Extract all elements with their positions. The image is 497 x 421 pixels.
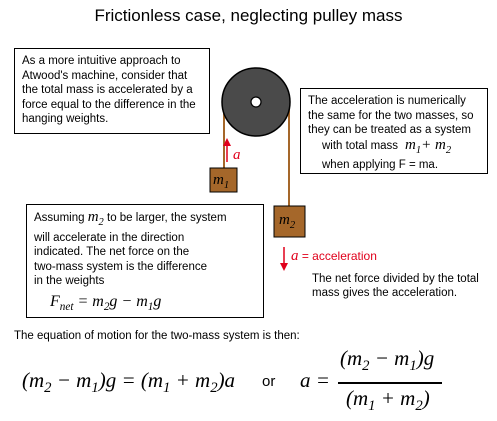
acceleration-denominator: (m1 + m2)	[346, 386, 430, 415]
assumption-text-box: Assuming m2 to be larger, the system wil…	[26, 204, 264, 318]
mass-m2	[273, 205, 306, 238]
total-mass-expression: m1+ m2	[401, 136, 452, 156]
net-force-text: The net force divided by the total mass …	[312, 273, 479, 299]
down-arrow	[280, 247, 288, 271]
system-line-5: when applying F = ma.	[322, 159, 439, 171]
system-text-box: The acceleration is numerically the same…	[300, 88, 488, 174]
assume-prefix: Assuming	[34, 212, 85, 224]
assume-line-5: in the weights	[34, 275, 105, 287]
system-line-4: with total mass m1+ m2	[308, 136, 480, 159]
assume-suffix: to be larger, the system	[107, 212, 227, 224]
m1-label: m1	[213, 172, 230, 191]
assume-line-3: indicated. The net force on the	[34, 246, 190, 258]
m2-label: m2	[279, 212, 296, 231]
system-line-4-prefix: with total mass	[322, 139, 399, 152]
acceleration-formula-lhs: a =	[300, 368, 330, 392]
assume-line-1: Assuming m2 to be larger, the system	[34, 209, 227, 229]
atwood-machine-diagram	[209, 67, 306, 238]
net-force-formula: Fnet = m2g − m1g	[50, 292, 162, 313]
or-text: or	[262, 373, 276, 390]
up-accel-label: a	[233, 147, 241, 163]
assume-line-2: will accelerate in the direction	[34, 231, 185, 244]
fraction-bar	[338, 382, 442, 384]
equation-intro: The equation of motion for the two-mass …	[14, 330, 300, 342]
assume-line-4: two-mass system is the difference	[34, 260, 207, 273]
up-arrow	[223, 138, 231, 146]
system-line-3: they can be treated as a system	[308, 124, 472, 136]
equation-of-motion: (m2 − m1)g = (m1 + m2)a	[22, 368, 236, 397]
system-line-1: The acceleration is numerically	[308, 95, 466, 107]
intro-text-box: As a more intuitive approach to Atwood's…	[14, 48, 210, 134]
mass-m1	[209, 167, 238, 193]
intro-text: As a more intuitive approach to Atwood's…	[22, 55, 196, 125]
page-title: Frictionless case, neglecting pulley mas…	[94, 6, 403, 25]
pulley-axle	[250, 96, 262, 108]
acceleration-label: a = acceleration	[291, 248, 377, 264]
system-line-2: the same for the two masses, so	[308, 109, 474, 122]
acceleration-numerator: (m2 − m1)g	[340, 346, 435, 375]
